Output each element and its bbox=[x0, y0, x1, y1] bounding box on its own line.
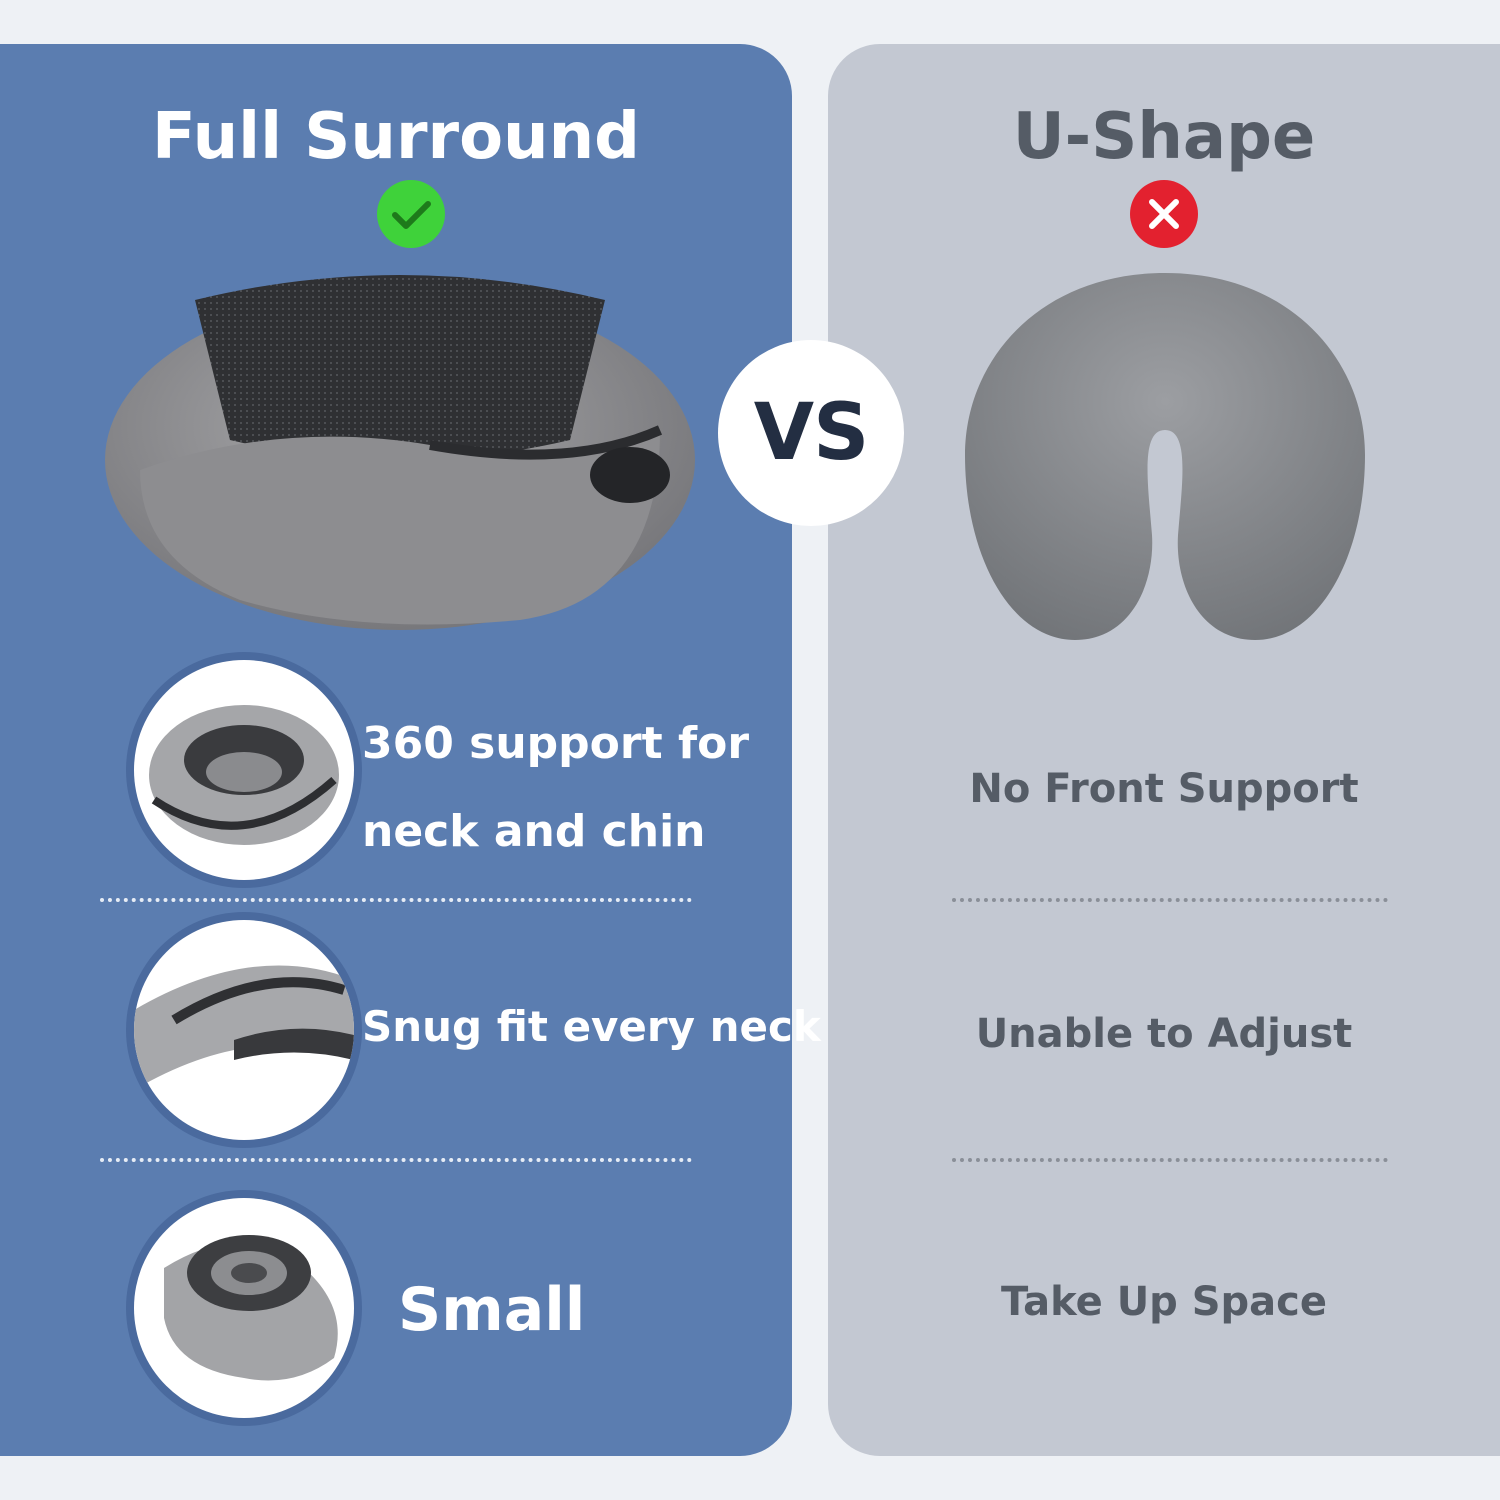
u-shape-pillow-image bbox=[960, 265, 1370, 655]
right-divider-1 bbox=[952, 898, 1388, 902]
left-divider-2 bbox=[100, 1158, 692, 1162]
con-take-up-space: Take Up Space bbox=[1000, 1279, 1327, 1325]
feature-small: Small bbox=[398, 1275, 586, 1345]
feature-360-support-line2: neck and chin bbox=[362, 806, 706, 857]
check-icon bbox=[377, 180, 445, 248]
con-no-front-support: No Front Support bbox=[969, 766, 1359, 812]
adjustable-pillow-icon bbox=[134, 920, 354, 1140]
full-surround-pillow-image bbox=[100, 270, 700, 640]
feature-snug-fit: Snug fit every neck bbox=[362, 1002, 821, 1051]
wrap-pillow-icon bbox=[134, 660, 354, 880]
u-shape-title: U-Shape bbox=[1012, 100, 1316, 174]
full-surround-title: Full Surround bbox=[152, 100, 640, 174]
u-shape-panel bbox=[828, 44, 1500, 1456]
con-unable-to-adjust: Unable to Adjust bbox=[975, 1011, 1353, 1057]
vs-label: VS bbox=[753, 388, 870, 478]
rolled-pillow-icon bbox=[134, 1198, 354, 1418]
vs-badge: VS bbox=[718, 340, 904, 526]
left-divider-1 bbox=[100, 898, 692, 902]
cross-icon bbox=[1130, 180, 1198, 248]
feature-360-support: 360 support for neck and chin bbox=[362, 700, 782, 876]
feature-360-support-line1: 360 support for bbox=[362, 718, 750, 769]
right-divider-2 bbox=[952, 1158, 1388, 1162]
